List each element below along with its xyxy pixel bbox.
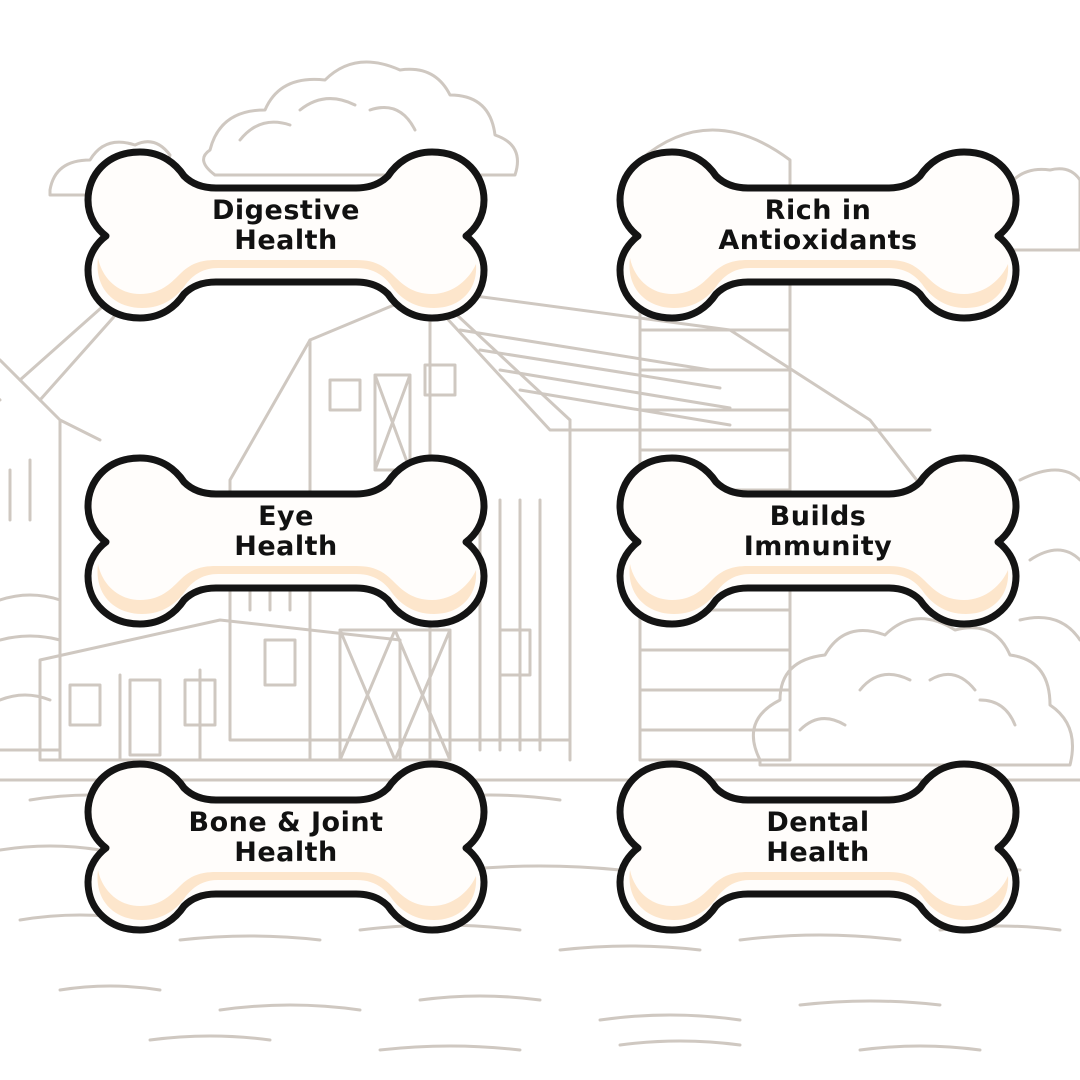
benefit-label-line1: Digestive: [212, 195, 360, 226]
benefit-label: Bone & Joint Health: [144, 808, 428, 868]
benefit-bone-rich-in-antioxidants: Rich in Antioxidants: [616, 148, 1020, 322]
benefit-bone-digestive-health: Digestive Health: [84, 148, 488, 322]
benefit-label-line2: Health: [234, 837, 338, 868]
benefit-label-line2: Health: [234, 531, 338, 562]
benefit-label-line1: Rich in: [764, 195, 872, 226]
cloud-illustration: [48, 140, 172, 197]
benefit-bone-builds-immunity: Builds Immunity: [616, 454, 1020, 628]
windmill-illustration: [0, 358, 102, 752]
silo-illustration: [638, 128, 792, 762]
benefit-label-line1: Builds: [769, 501, 867, 532]
benefit-bone-bone-and-joint-health: Bone & Joint Health: [84, 760, 488, 934]
benefit-label: Rich in Antioxidants: [676, 196, 960, 256]
benefit-label: Digestive Health: [144, 196, 428, 256]
trees-illustration: [751, 617, 1074, 767]
bone-shape-icon: [84, 760, 488, 934]
barn-door-illustration: [338, 628, 452, 762]
benefit-label: Eye Health: [144, 502, 428, 562]
benefit-bone-dental-health: Dental Health: [616, 760, 1020, 934]
benefit-bone-eye-health: Eye Health: [84, 454, 488, 628]
benefit-label-line2: Immunity: [743, 531, 893, 562]
benefit-label-line2: Health: [766, 837, 870, 868]
benefit-label-line1: Bone & Joint: [188, 807, 384, 838]
bone-shape-icon: [84, 454, 488, 628]
benefit-label: Dental Health: [676, 808, 960, 868]
benefit-label-line2: Health: [234, 225, 338, 256]
benefit-label-line2: Antioxidants: [718, 225, 918, 256]
bone-shape-icon: [84, 148, 488, 322]
bone-shape-icon: [616, 454, 1020, 628]
cloud-illustration: [202, 60, 519, 177]
benefit-label-line1: Dental: [766, 807, 870, 838]
benefit-label: Builds Immunity: [676, 502, 960, 562]
bone-shape-icon: [616, 148, 1020, 322]
bone-shape-icon: [616, 760, 1020, 934]
benefit-label-line1: Eye: [258, 501, 314, 532]
